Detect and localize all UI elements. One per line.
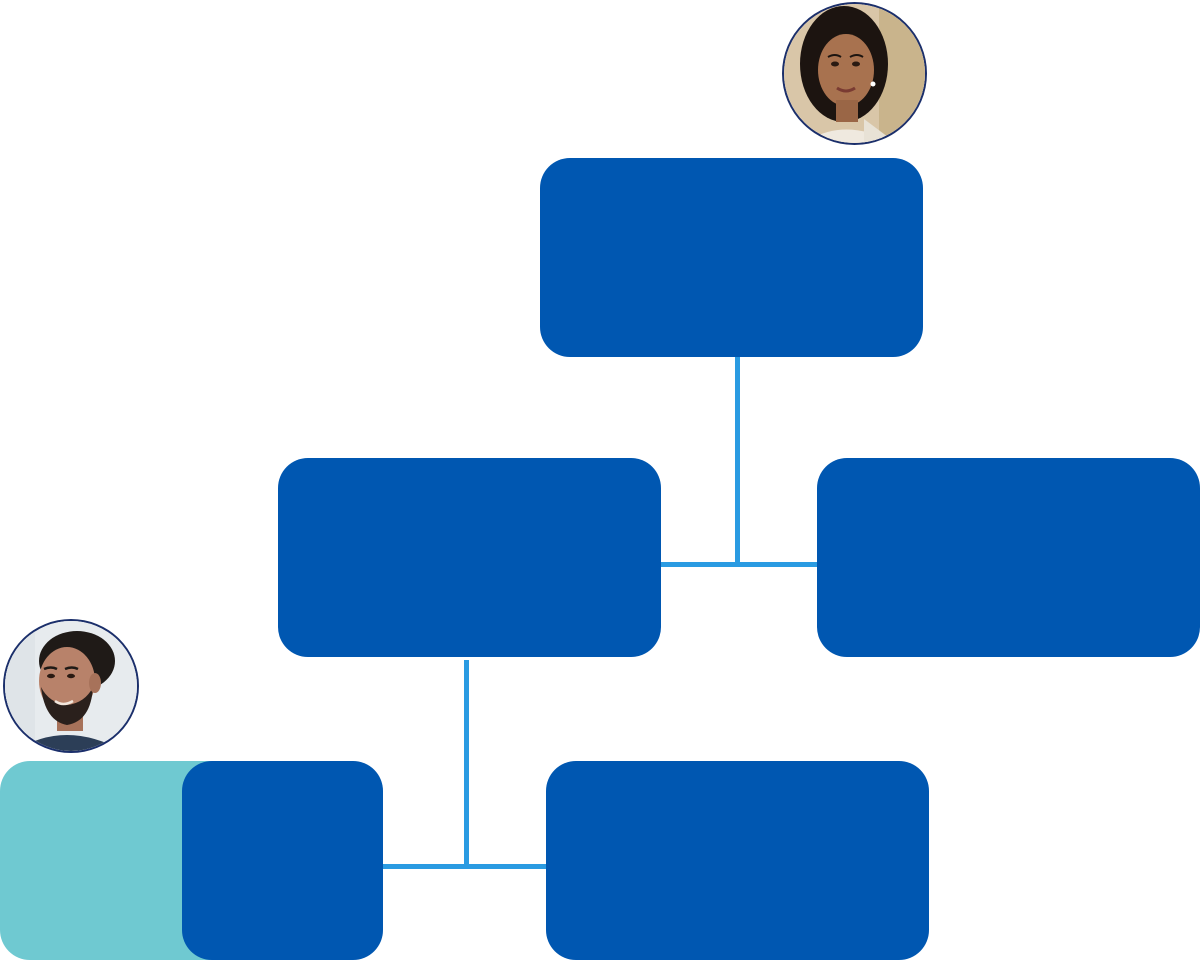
org-node-middle-left[interactable] xyxy=(278,458,661,657)
org-node-top[interactable] xyxy=(540,158,923,357)
man-portrait-svg xyxy=(5,621,137,751)
man-portrait-icon xyxy=(3,619,139,753)
woman-portrait-icon xyxy=(782,2,927,145)
org-node-bottom-left[interactable] xyxy=(182,761,383,960)
connector-middle-vertical xyxy=(464,660,469,868)
org-node-bottom-right[interactable] xyxy=(546,761,929,960)
connector-middle-horizontal xyxy=(660,562,818,567)
connector-bottom-horizontal xyxy=(382,864,548,869)
woman-portrait-svg xyxy=(784,4,925,143)
org-node-middle-right[interactable] xyxy=(817,458,1200,657)
connector-top-vertical xyxy=(735,356,740,566)
